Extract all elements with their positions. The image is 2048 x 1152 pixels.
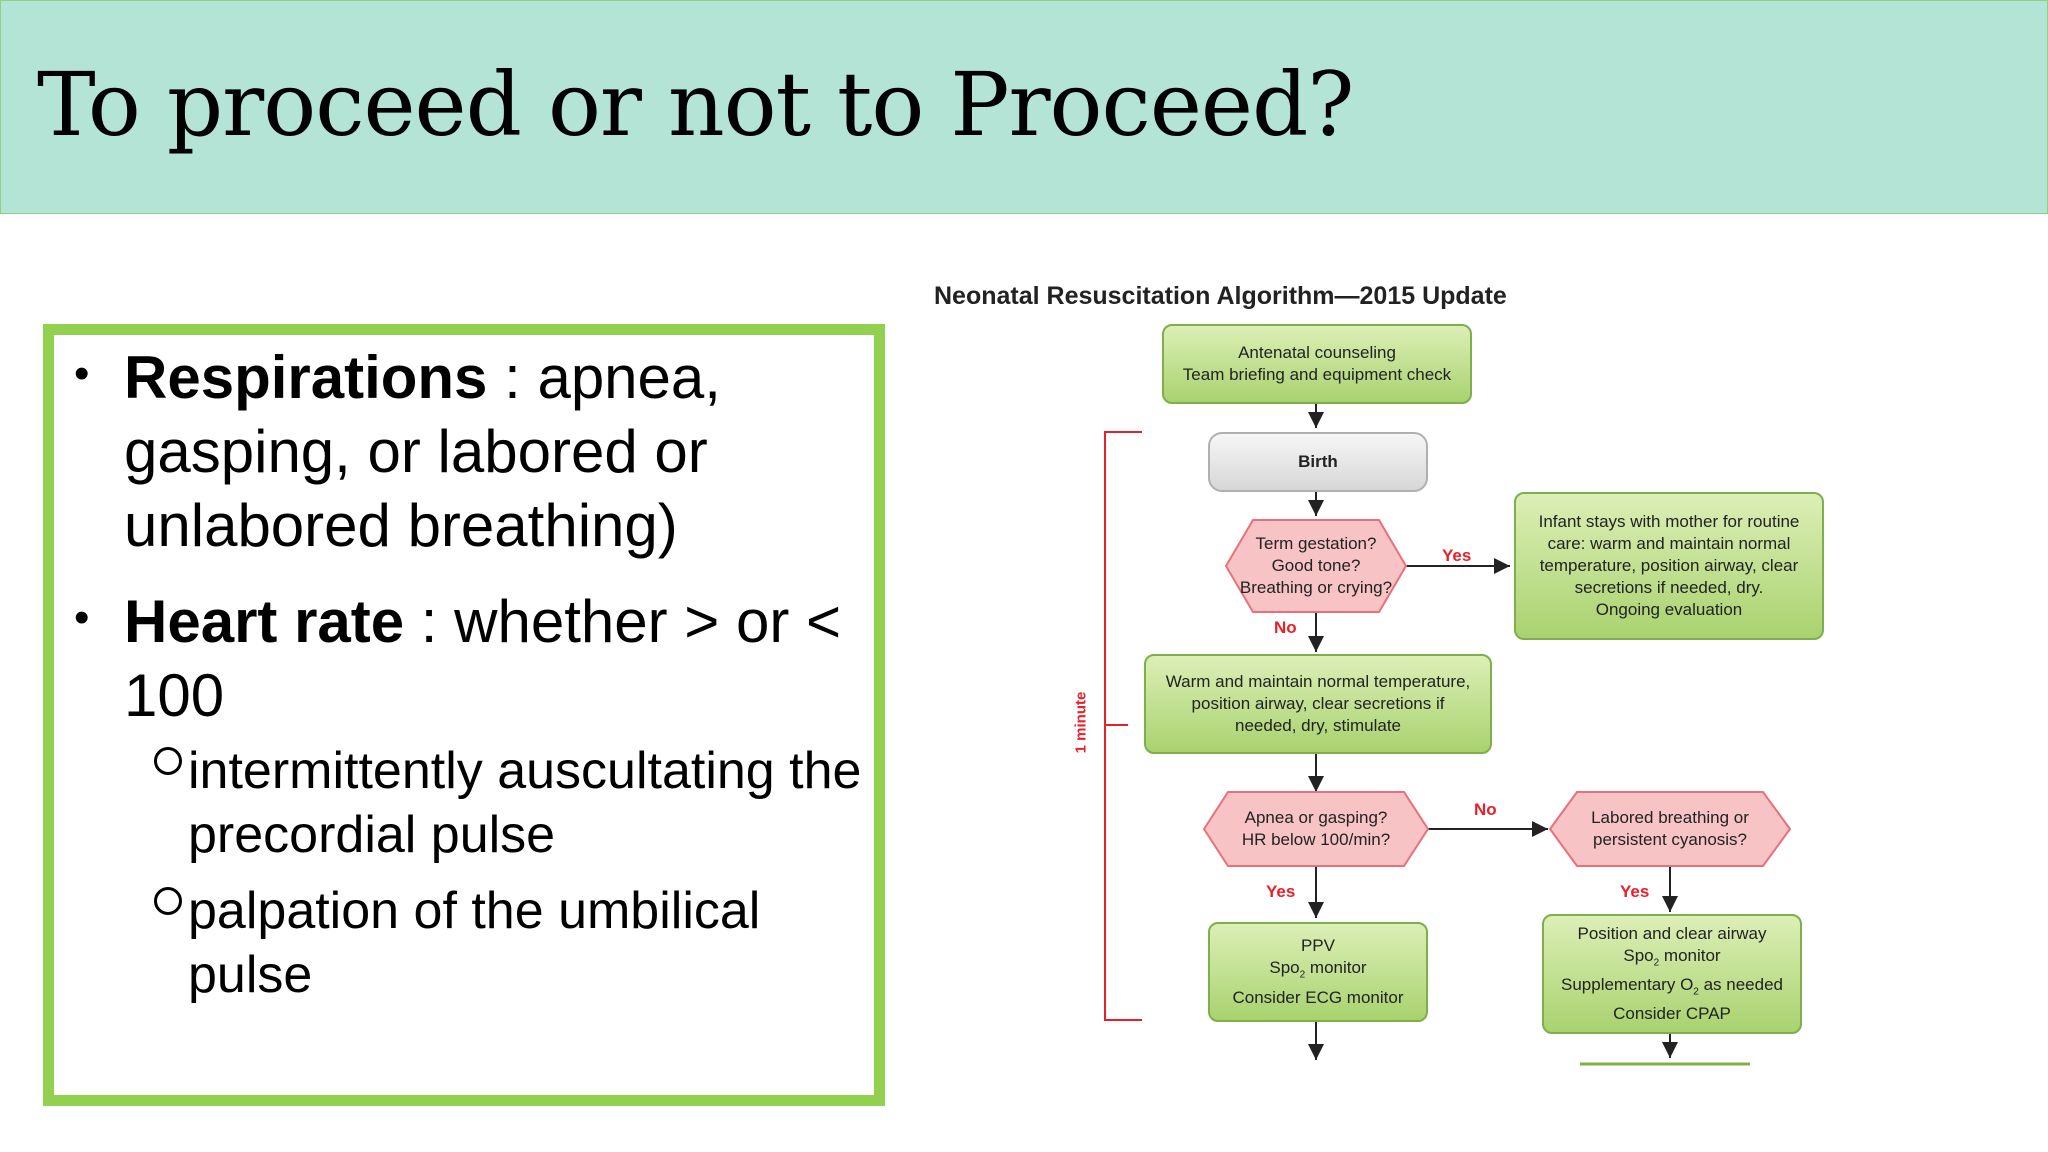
- box-line: Team briefing and equipment check: [1182, 365, 1452, 384]
- box-line: Good tone?: [1271, 556, 1361, 575]
- label-yes-labored: Yes: [1620, 882, 1650, 901]
- warm-maintain-box: Warm and maintain normal temperature, pos…: [1144, 654, 1492, 754]
- circle-bullet-icon: [154, 887, 182, 915]
- box-line: Apnea or gasping?: [1244, 808, 1388, 827]
- bullet-term: Heart rate: [124, 588, 405, 655]
- box-line: Birth: [1298, 452, 1338, 471]
- label-no-term: No: [1274, 618, 1297, 637]
- box-line: Term gestation?: [1255, 534, 1377, 553]
- box-line: secretions if needed, dry.: [1574, 578, 1764, 597]
- box-line: PPV: [1300, 936, 1335, 956]
- text-fragment: monitor: [1659, 945, 1721, 965]
- subbullet-text: intermittently auscultating the precordi…: [188, 742, 862, 864]
- subbullet-text: palpation of the umbilical pulse: [188, 882, 761, 1004]
- bullet-text: : apnea, gasping, or labored or unlabore…: [124, 344, 721, 559]
- bullet-textbox: • Respirations : apnea, gasping, or labo…: [43, 324, 885, 1106]
- text-fragment: Spo: [1269, 958, 1300, 978]
- text-fragment: as needed: [1698, 975, 1783, 994]
- flow-connectors: [1104, 402, 1792, 1066]
- box-line: care: warm and maintain normal: [1547, 534, 1791, 553]
- bullet-dot: •: [74, 349, 90, 398]
- subbullet-palpation: palpation of the umbilical pulse: [154, 879, 874, 1007]
- box-line: Labored breathing or: [1591, 808, 1749, 827]
- slide-header: To proceed or not to Proceed?: [0, 0, 2048, 214]
- text-fragment: monitor: [1305, 958, 1367, 978]
- bullet-dot: •: [74, 593, 90, 642]
- label-yes-apnea: Yes: [1266, 882, 1296, 901]
- label-no-apnea: No: [1474, 800, 1497, 819]
- subscript: 2: [1299, 969, 1306, 981]
- infant-stays-box: Infant stays with mother for routine care…: [1514, 492, 1824, 640]
- circle-bullet-icon: [154, 747, 182, 775]
- labored-breathing-decision: Labored breathing or persistent cyanosis?: [1550, 792, 1790, 866]
- box-line: Position and clear airway: [1577, 923, 1767, 943]
- box-line: persistent cyanosis?: [1592, 830, 1748, 849]
- box-line: HR below 100/min?: [1241, 830, 1391, 849]
- text-fragment: Spo: [1623, 945, 1654, 965]
- box-line: position airway, clear secretions if: [1191, 694, 1445, 713]
- box-line: Breathing or crying?: [1239, 578, 1393, 597]
- bullet-heart-rate: • Heart rate : whether > or < 100: [74, 585, 864, 733]
- apnea-decision: Apnea or gasping? HR below 100/min?: [1204, 792, 1428, 866]
- algorithm-title: Neonatal Resuscitation Algorithm—2015 Up…: [934, 282, 1507, 310]
- box-line: Ongoing evaluation: [1595, 600, 1743, 619]
- term-gestation-decision: Term gestation? Good tone? Breathing or cr…: [1226, 520, 1406, 612]
- resuscitation-algorithm: Neonatal Resuscitation Algorithm—2015 Up…: [930, 270, 1830, 1070]
- box-line: Consider ECG monitor: [1232, 987, 1404, 1007]
- slide-title: To proceed or not to Proceed?: [37, 53, 1354, 156]
- bullet-term: Respirations: [124, 344, 488, 411]
- box-line: Warm and maintain normal temperature,: [1165, 672, 1471, 691]
- bullet-text: : whether > or < 100: [124, 588, 842, 729]
- subbullet-auscultating: intermittently auscultating the precordi…: [154, 739, 874, 867]
- box-line: Antenatal counseling: [1238, 343, 1396, 362]
- subscript: 2: [1693, 986, 1699, 998]
- birth-box: Birth: [1208, 432, 1428, 492]
- box-line: needed, dry, stimulate: [1235, 716, 1401, 735]
- label-yes-term: Yes: [1442, 546, 1472, 565]
- text-fragment: Supplementary O: [1561, 975, 1694, 994]
- bullet-respirations: • Respirations : apnea, gasping, or labo…: [74, 341, 864, 563]
- box-line: Spo2 monitor: [1561, 945, 1783, 974]
- box-line: Infant stays with mother for routine: [1538, 512, 1800, 531]
- box-line: Supplementary O2 as needed: [1561, 974, 1783, 1003]
- box-line: temperature, position airway, clear: [1539, 556, 1799, 575]
- box-line: Spo2 monitor: [1232, 957, 1403, 986]
- box-line: Consider CPAP: [1613, 1004, 1731, 1024]
- label-one-minute: 1 minute: [1072, 691, 1090, 754]
- subscript: 2: [1653, 957, 1660, 968]
